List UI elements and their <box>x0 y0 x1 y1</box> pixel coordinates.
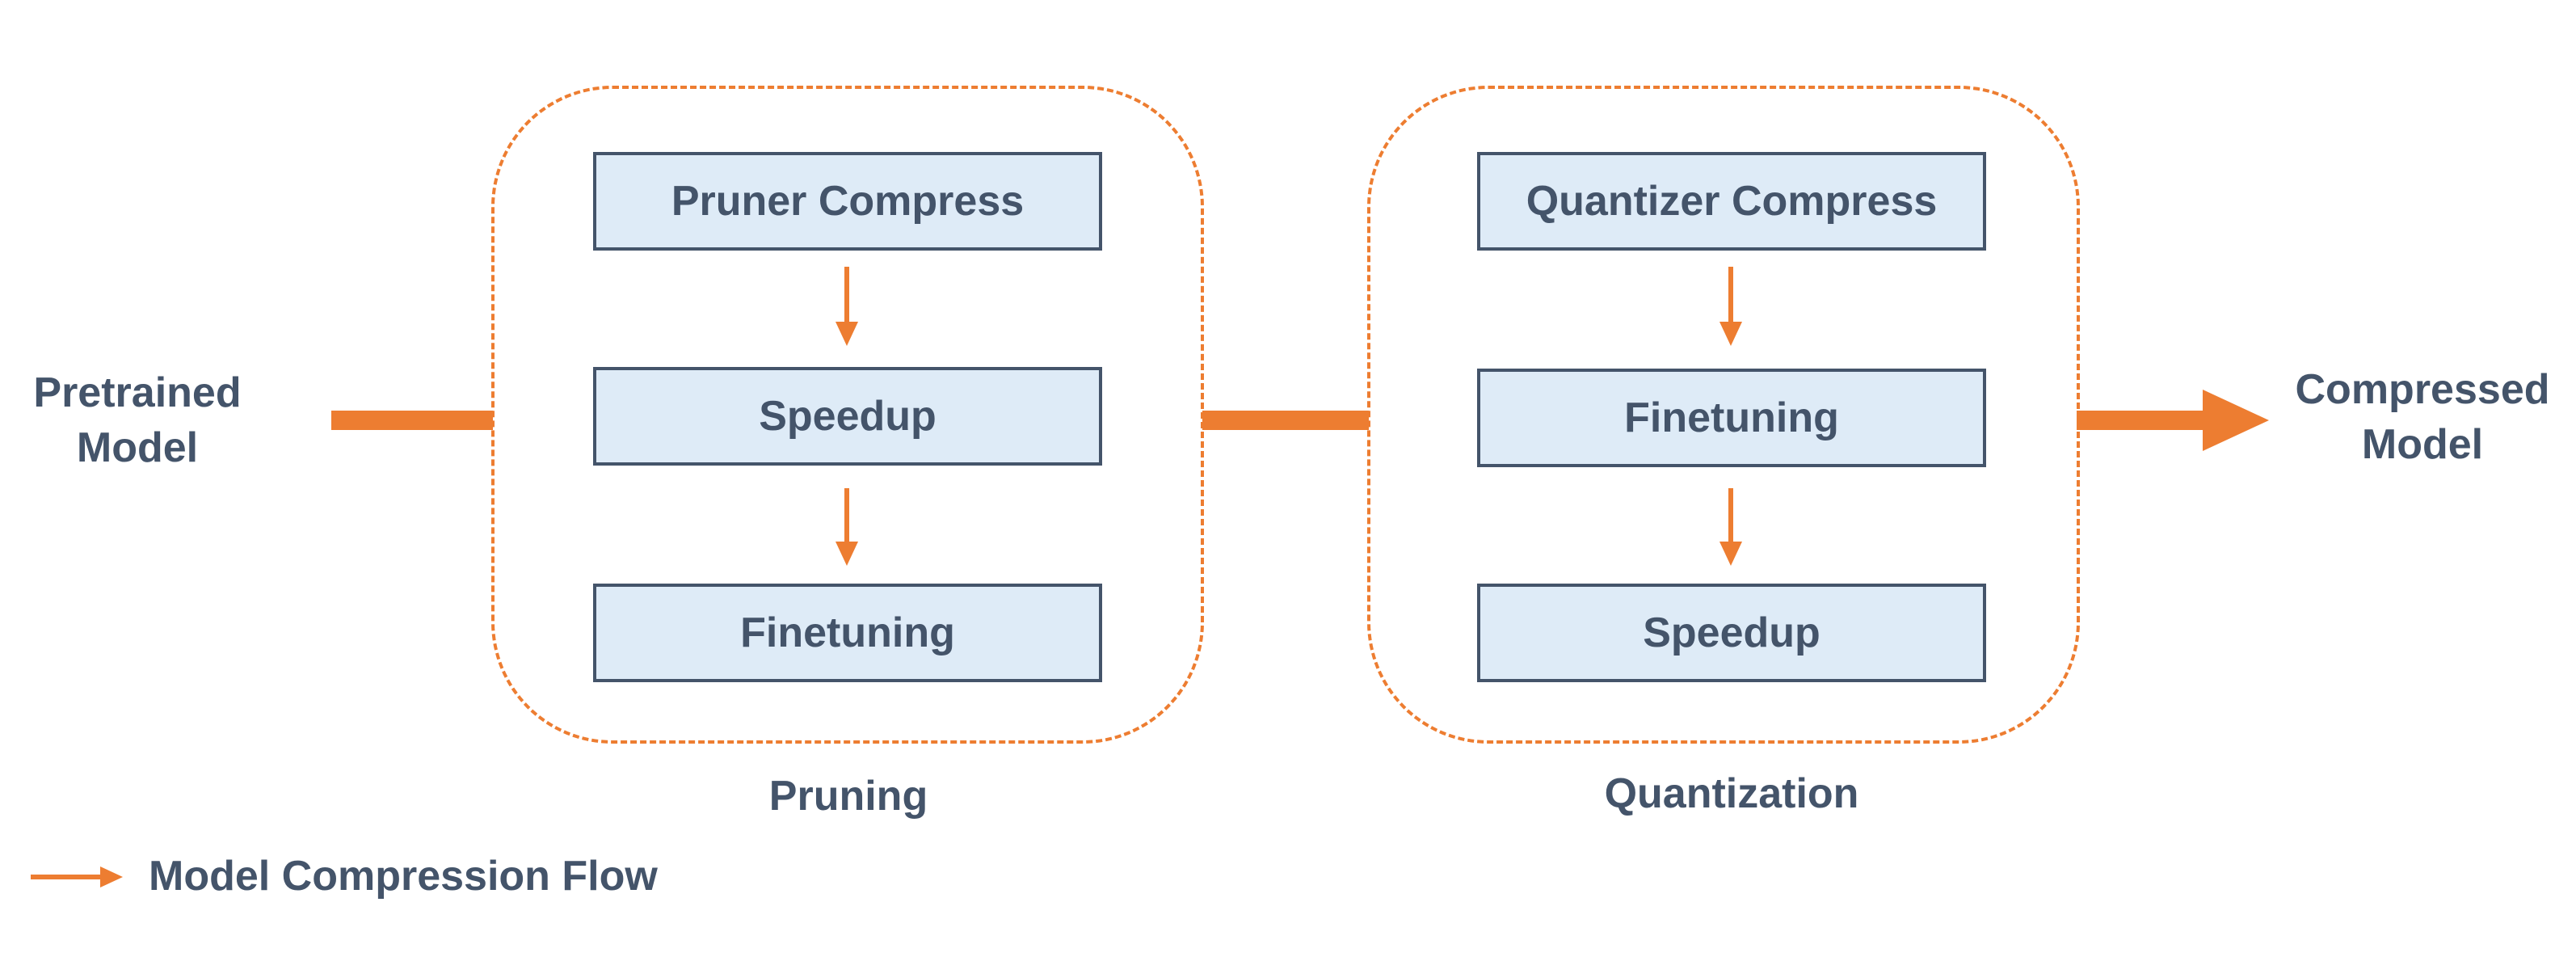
legend-label: Model Compression Flow <box>149 853 658 900</box>
quantization-arrow-2-icon <box>1719 488 1742 566</box>
quantization-label: Quantization <box>1604 770 1859 817</box>
pretrained-model-line1: Pretrained <box>33 369 242 416</box>
pruning-group <box>491 86 1204 744</box>
pruning-arrow-2-icon <box>836 488 858 566</box>
pruning-step-speedup: Speedup <box>593 367 1102 466</box>
quantization-step-finetuning: Finetuning <box>1477 369 1986 467</box>
input-flow-line <box>331 411 493 430</box>
quantization-step-quantizer-compress: Quantizer Compress <box>1477 152 1986 251</box>
quantization-group <box>1367 86 2080 744</box>
output-flow-arrow <box>2077 390 2269 451</box>
quantization-step-speedup: Speedup <box>1477 584 1986 682</box>
quantization-arrow-1-icon <box>1719 267 1742 346</box>
pretrained-model-label: Pretrained Model <box>16 365 259 475</box>
compressed-model-line2: Model <box>2361 421 2484 468</box>
pruning-arrow-1-icon <box>836 267 858 346</box>
legend-arrow-icon <box>31 866 123 887</box>
compressed-model-line1: Compressed <box>2295 366 2550 413</box>
pruning-step-pruner-compress: Pruner Compress <box>593 152 1102 251</box>
pretrained-model-line2: Model <box>76 424 199 471</box>
pruning-label: Pruning <box>768 773 928 820</box>
compressed-model-label: Compressed Model <box>2293 362 2552 472</box>
pruning-to-quantization-flow-line <box>1202 411 1369 430</box>
pruning-step-finetuning: Finetuning <box>593 584 1102 682</box>
